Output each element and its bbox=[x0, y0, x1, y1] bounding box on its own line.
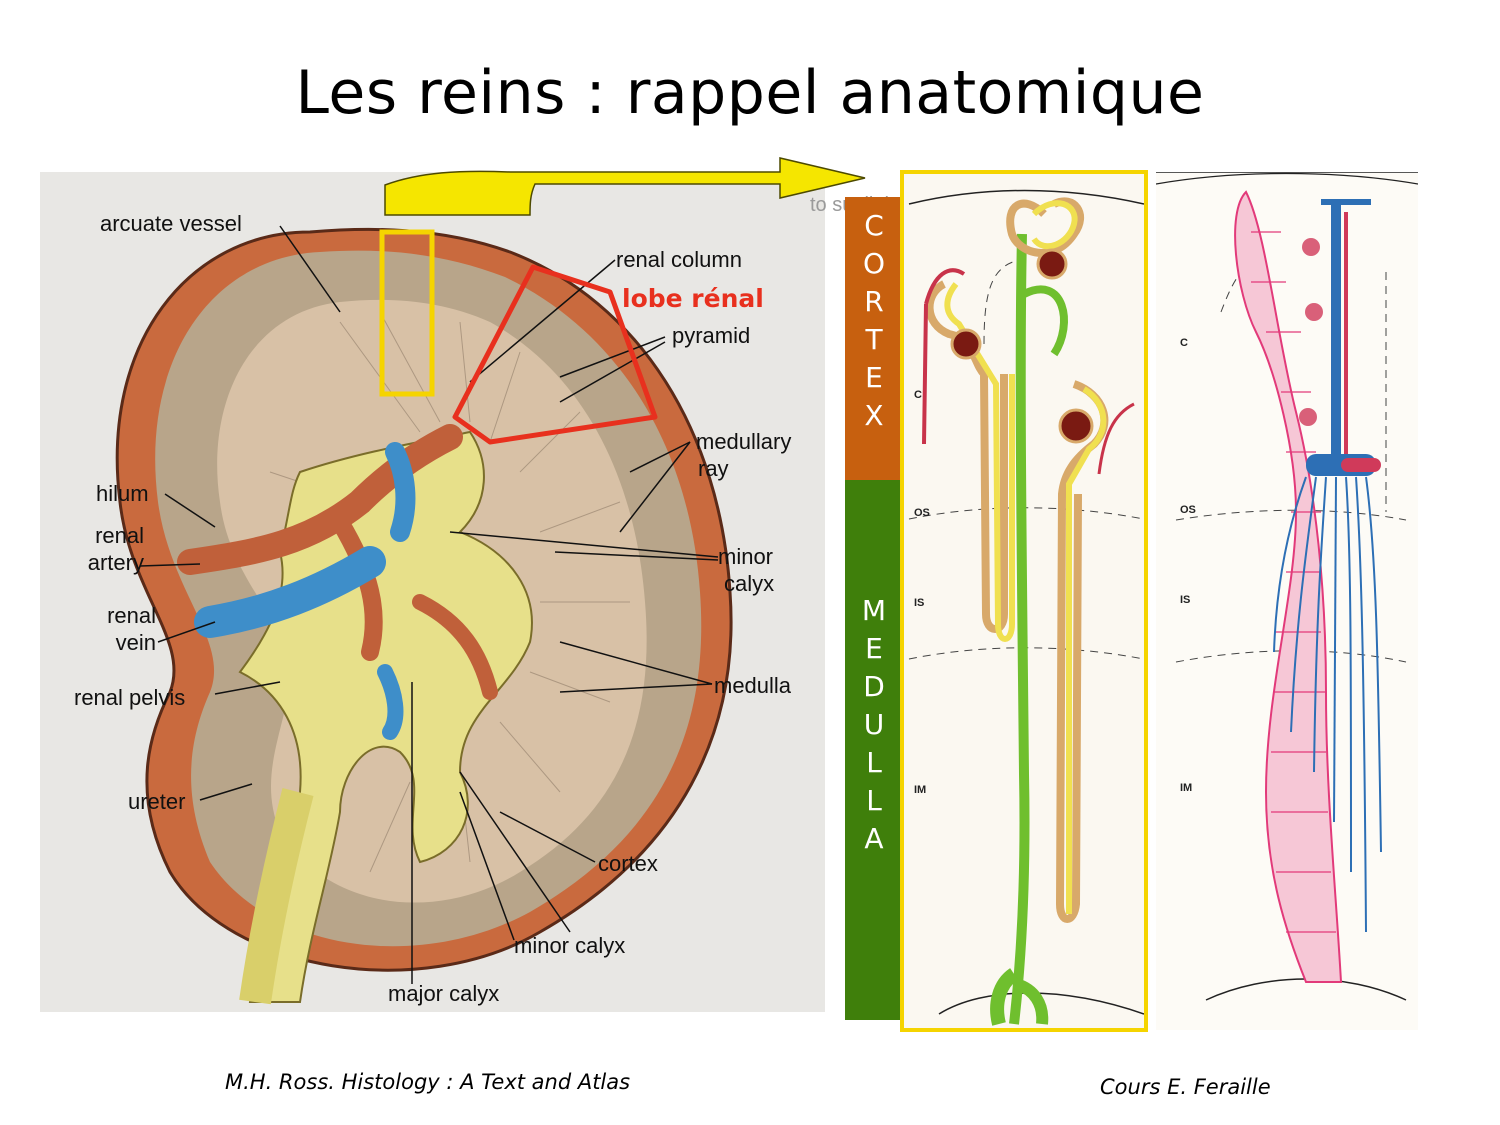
label-pyramid: pyramid bbox=[672, 323, 751, 348]
label-renal-vein: renal vein bbox=[80, 602, 156, 656]
credit-source: M.H. Ross. Histology : A Text and Atlas bbox=[225, 1070, 631, 1094]
nephron-drawing bbox=[908, 189, 1144, 1026]
label-hilum: hilum bbox=[96, 481, 149, 506]
label-renal-column: renal column bbox=[616, 247, 742, 272]
renal-vein-line1: renal bbox=[107, 603, 156, 628]
cortex-letter: C bbox=[864, 209, 884, 242]
medulla-letter: D bbox=[863, 670, 885, 703]
medulla-letter: U bbox=[863, 708, 885, 741]
zone-label-inner-medulla: IM bbox=[914, 784, 927, 796]
renal-artery-line2: artery bbox=[87, 550, 144, 575]
label-minor-calyx-right: minor calyx bbox=[718, 543, 774, 597]
cortex-letter: T bbox=[865, 323, 883, 356]
zone-label-inner-medulla: IM bbox=[1180, 782, 1193, 794]
cortex-letter: R bbox=[864, 285, 884, 318]
cortex-bar: C O R T E X bbox=[845, 197, 903, 480]
nephron-illustration: C OS IS IM bbox=[900, 170, 1148, 1032]
label-minor-calyx-bottom: minor calyx bbox=[514, 933, 626, 958]
label-medullary-ray: medullary ray bbox=[696, 428, 791, 482]
medulla-letter: E bbox=[865, 632, 883, 665]
vascular-drawing bbox=[1156, 172, 1418, 1001]
label-cortex: cortex bbox=[598, 851, 658, 876]
medulla-letter: L bbox=[866, 746, 882, 779]
cortex-letter: X bbox=[864, 399, 884, 432]
renal-vein-line2: vein bbox=[115, 630, 156, 655]
zone-label-cortex: C bbox=[914, 389, 922, 401]
slide-title: Les reins : rappel anatomique bbox=[295, 58, 1205, 128]
label-renal-artery: renal artery bbox=[68, 522, 144, 576]
label-major-calyx: major calyx bbox=[388, 981, 500, 1006]
renal-artery-line1: renal bbox=[95, 523, 144, 548]
label-arcuate-vessel: arcuate vessel bbox=[100, 211, 242, 236]
kidney-drawing bbox=[115, 225, 733, 1005]
zone-label-cortex: C bbox=[1180, 337, 1188, 349]
label-renal-pelvis: renal pelvis bbox=[74, 685, 186, 710]
cortex-letter: E bbox=[865, 361, 883, 394]
medullary-ray-line2: ray bbox=[698, 456, 729, 481]
medulla-letter: A bbox=[864, 822, 884, 855]
label-lobe-renal: lobe rénal bbox=[622, 284, 764, 313]
medullary-ray-line1: medullary bbox=[696, 429, 792, 454]
cortex-letter: O bbox=[862, 247, 886, 280]
minor-calyx-right-line2: calyx bbox=[724, 571, 775, 596]
zone-label-inner-stripe: IS bbox=[914, 597, 925, 609]
vascular-illustration: C OS IS IM bbox=[1156, 172, 1418, 1030]
label-medulla: medulla bbox=[714, 673, 792, 698]
zone-label-inner-stripe: IS bbox=[1180, 594, 1191, 606]
label-ureter: ureter bbox=[128, 789, 186, 814]
medulla-letter: M bbox=[861, 594, 887, 627]
medulla-bar: M E D U L L A bbox=[845, 480, 903, 1020]
credit-course: Cours E. Feraille bbox=[1100, 1075, 1271, 1099]
kidney-illustration: to sunlight pe bbox=[40, 172, 929, 1012]
zone-label-outer-stripe: OS bbox=[914, 507, 930, 519]
minor-calyx-right-line1: minor bbox=[718, 544, 774, 569]
medulla-letter: L bbox=[866, 784, 882, 817]
zone-label-outer-stripe: OS bbox=[1180, 504, 1196, 516]
